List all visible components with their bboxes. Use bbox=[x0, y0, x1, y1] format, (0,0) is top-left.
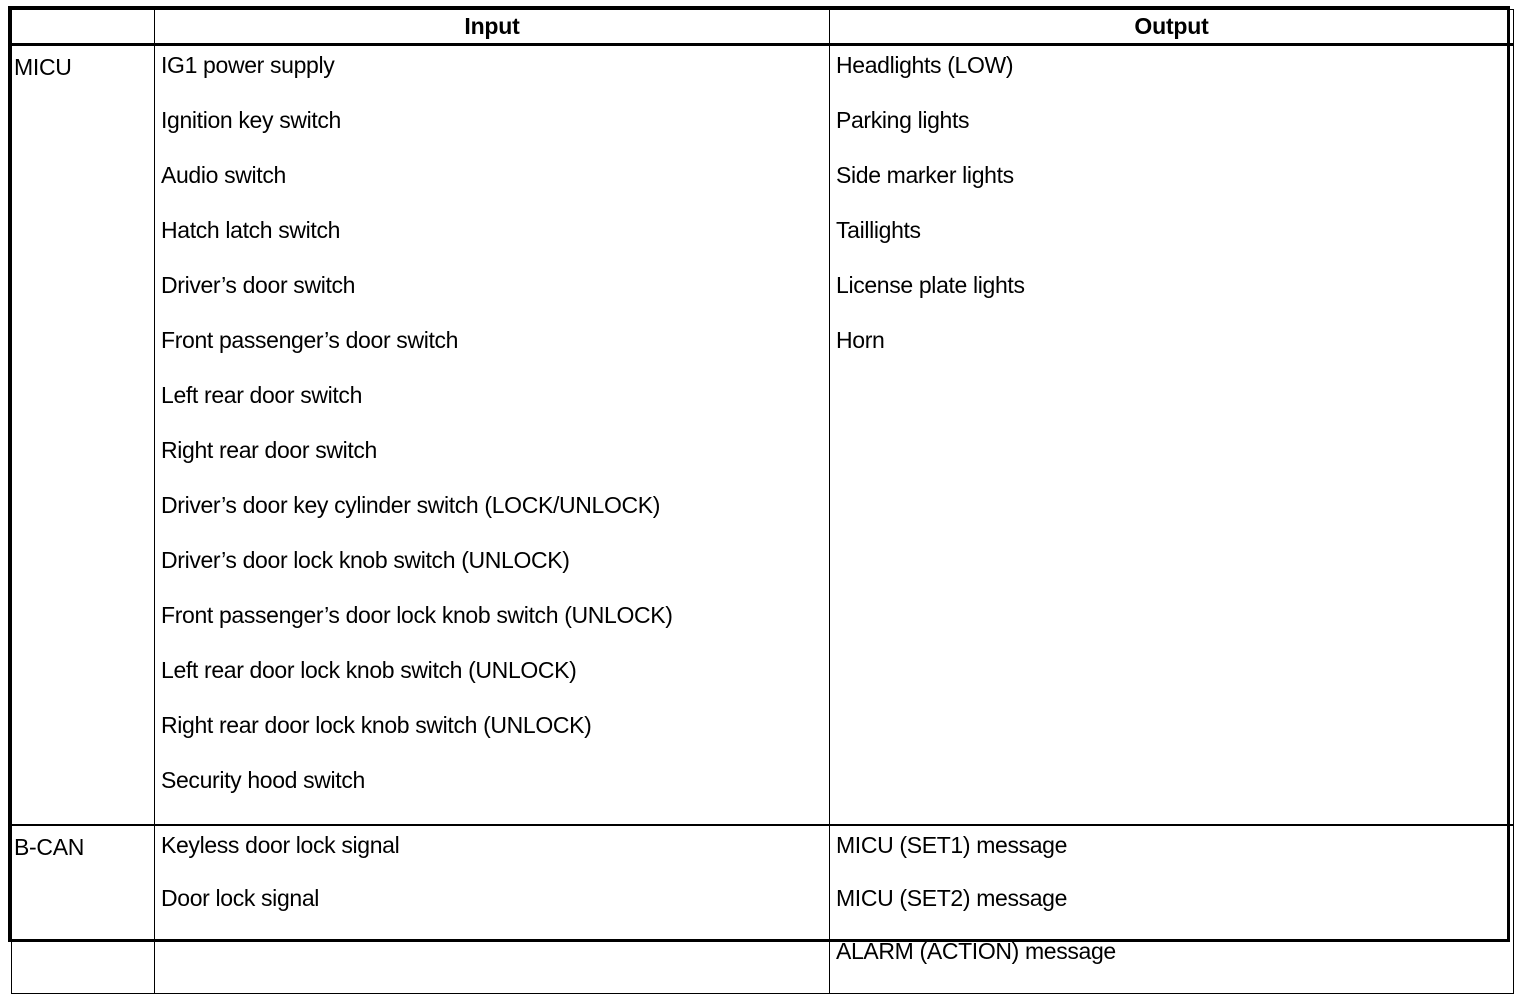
list-item: Driver’s door lock knob switch (UNLOCK) bbox=[161, 547, 570, 573]
system-cell-micu: MICU bbox=[11, 44, 155, 826]
list-item: Front passenger’s door lock knob switch … bbox=[161, 602, 673, 628]
list-item: MICU (SET1) message bbox=[836, 832, 1068, 858]
list-item: Left rear door switch bbox=[161, 382, 363, 408]
system-label: B-CAN bbox=[14, 834, 85, 860]
list-item: Right rear door lock knob switch (UNLOCK… bbox=[161, 712, 592, 738]
list-item: Left rear door lock knob switch (UNLOCK) bbox=[161, 657, 577, 683]
list-item: Driver’s door switch bbox=[161, 272, 356, 298]
column-header-system bbox=[11, 9, 155, 46]
list-item: License plate lights bbox=[836, 272, 1025, 298]
list-item: Door lock signal bbox=[161, 885, 320, 911]
system-label: MICU bbox=[14, 54, 72, 80]
list-item: IG1 power supply bbox=[161, 52, 335, 78]
column-header-input: Input bbox=[154, 9, 830, 46]
input-output-matrix-table: Input Output MICU IG1 power supply Ignit… bbox=[8, 6, 1514, 994]
list-item: Right rear door switch bbox=[161, 437, 377, 463]
column-header-output: Output bbox=[829, 9, 1514, 46]
system-cell-bcan: B-CAN bbox=[11, 824, 155, 994]
output-entry-list: MICU (SET1) message MICU (SET2) message … bbox=[830, 826, 1513, 993]
list-item: Headlights (LOW) bbox=[836, 52, 1014, 78]
list-item: Audio switch bbox=[161, 162, 286, 188]
table-header-row: Input Output bbox=[11, 9, 1514, 46]
table-row-micu: MICU IG1 power supply Ignition key switc… bbox=[11, 44, 1514, 826]
list-item: Ignition key switch bbox=[161, 107, 341, 133]
list-item: Horn bbox=[836, 327, 885, 353]
input-entry-list: IG1 power supply Ignition key switch Aud… bbox=[155, 46, 829, 824]
input-cell-bcan: Keyless door lock signal Door lock signa… bbox=[154, 824, 830, 994]
input-entry-list: Keyless door lock signal Door lock signa… bbox=[155, 826, 829, 940]
list-item: Security hood switch bbox=[161, 767, 365, 793]
matrix-table: Input Output MICU IG1 power supply Ignit… bbox=[11, 9, 1514, 994]
list-item: Hatch latch switch bbox=[161, 217, 341, 243]
table-row-bcan: B-CAN Keyless door lock signal Door lock… bbox=[11, 824, 1514, 994]
list-item: MICU (SET2) message bbox=[836, 885, 1068, 911]
list-item: Taillights bbox=[836, 217, 921, 243]
list-item: Driver’s door key cylinder switch (LOCK/… bbox=[161, 492, 661, 518]
input-cell-micu: IG1 power supply Ignition key switch Aud… bbox=[154, 44, 830, 826]
output-entry-list: Headlights (LOW) Parking lights Side mar… bbox=[830, 46, 1513, 384]
table-body: MICU IG1 power supply Ignition key switc… bbox=[11, 44, 1514, 994]
list-item: Side marker lights bbox=[836, 162, 1014, 188]
list-item: Front passenger’s door switch bbox=[161, 327, 459, 353]
table-head: Input Output bbox=[11, 9, 1514, 46]
output-cell-bcan: MICU (SET1) message MICU (SET2) message … bbox=[829, 824, 1514, 994]
list-item: Parking lights bbox=[836, 107, 970, 133]
output-cell-micu: Headlights (LOW) Parking lights Side mar… bbox=[829, 44, 1514, 826]
list-item: Keyless door lock signal bbox=[161, 832, 400, 858]
